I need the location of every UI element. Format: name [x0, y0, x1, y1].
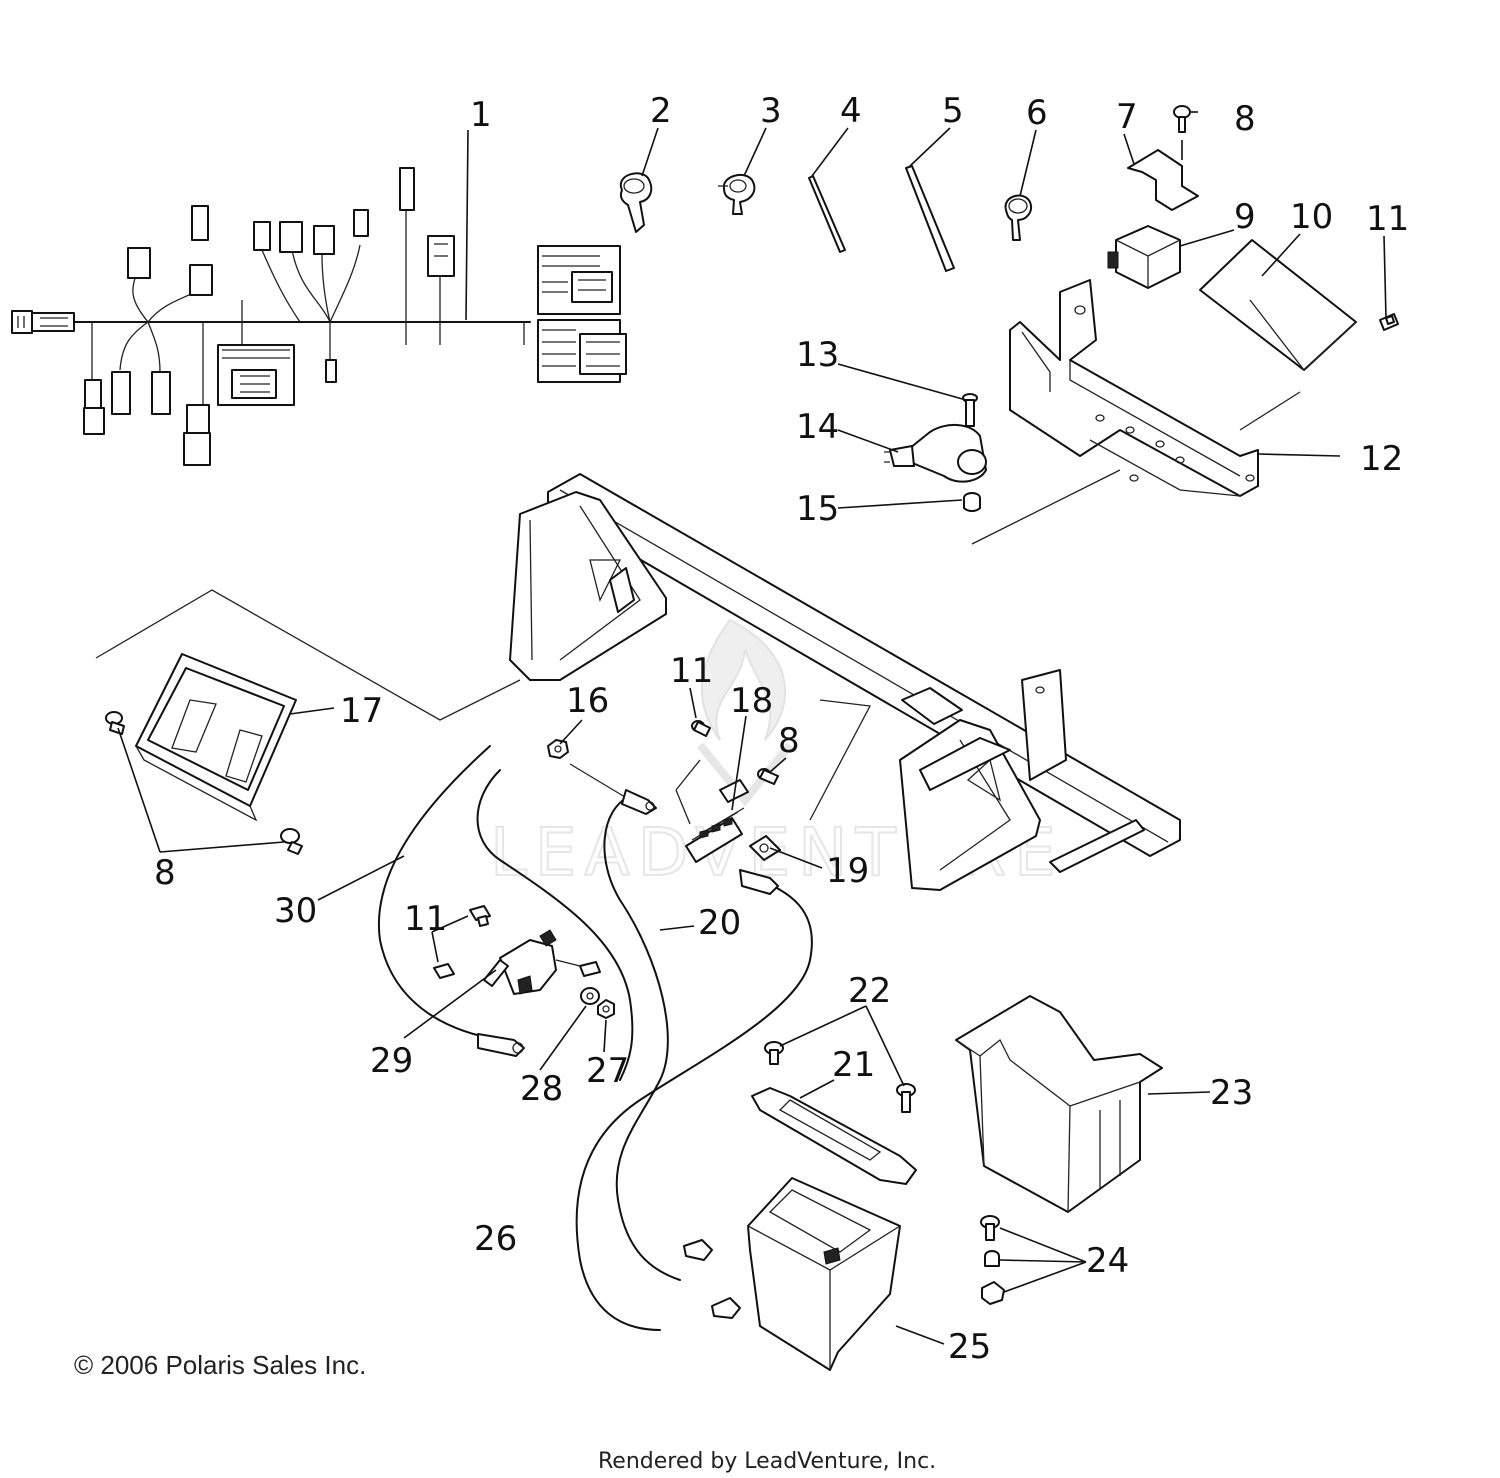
leader-lines [117, 111, 1387, 1345]
screw-part-8-left-a[interactable] [105, 711, 125, 735]
solenoid-part-29[interactable] [483, 929, 581, 995]
callout-11-low: 11 [404, 899, 447, 939]
screw-part-8-left-b[interactable] [280, 828, 303, 855]
callout-2: 2 [650, 91, 672, 131]
rendered-by-text: Rendered by LeadVenture, Inc. [598, 1449, 936, 1474]
callout-18: 18 [730, 681, 773, 721]
spacer-part-15[interactable] [963, 469, 1121, 545]
callout-labels: 1 2 3 4 5 6 7 8 9 10 11 12 13 14 15 16 1… [154, 91, 1409, 1367]
bolt-part-11-top[interactable] [1379, 313, 1399, 331]
clip-part-6[interactable] [1004, 194, 1032, 241]
callout-23: 23 [1210, 1073, 1253, 1113]
bolt-part-11-low-b[interactable] [433, 963, 455, 979]
callout-13: 13 [796, 335, 839, 375]
callout-8-top: 8 [1234, 99, 1256, 139]
cable-tie-part-5[interactable] [905, 165, 955, 272]
hardware-part-24[interactable] [980, 1215, 1005, 1305]
wiring-harness[interactable] [11, 167, 627, 466]
bolt-part-22-a[interactable] [764, 1041, 784, 1065]
callout-11-top: 11 [1366, 199, 1409, 239]
battery-tray-part-23[interactable] [955, 995, 1163, 1213]
nut-part-16[interactable] [547, 739, 631, 801]
nut-part-27[interactable] [597, 999, 615, 1019]
control-box-part-17[interactable] [95, 589, 521, 822]
bracket-part-7[interactable] [1127, 149, 1199, 211]
copyright-text: © 2006 Polaris Sales Inc. [74, 1350, 366, 1380]
terminal-block-part-18[interactable] [675, 759, 749, 863]
bolt-part-11-mid[interactable] [691, 720, 711, 737]
cable-part-26[interactable] [575, 869, 813, 1331]
cable-tie-part-4[interactable] [808, 175, 846, 253]
callout-27: 27 [586, 1051, 629, 1091]
callout-8-mid: 8 [778, 721, 800, 761]
callout-7: 7 [1116, 97, 1138, 137]
callout-11-mid: 11 [670, 651, 713, 691]
grommet-part-2[interactable] [619, 172, 653, 233]
hold-down-part-21[interactable] [751, 1087, 917, 1185]
callout-10: 10 [1290, 197, 1333, 237]
callout-14: 14 [796, 407, 839, 447]
callout-22: 22 [848, 971, 891, 1011]
callout-20: 20 [698, 903, 741, 943]
callout-5: 5 [942, 91, 964, 131]
clamp-part-19[interactable] [749, 835, 781, 861]
callout-3: 3 [760, 91, 782, 131]
callout-26: 26 [474, 1219, 517, 1259]
screw-part-8-top[interactable] [1173, 105, 1191, 160]
callout-17: 17 [340, 691, 383, 731]
cable-part-30[interactable] [377, 745, 634, 1081]
callout-4: 4 [840, 91, 862, 131]
callout-21: 21 [832, 1045, 875, 1085]
callout-9: 9 [1234, 197, 1256, 237]
callout-12: 12 [1360, 439, 1403, 479]
cable-part-20[interactable] [603, 789, 681, 1281]
callout-1: 1 [470, 95, 492, 135]
callout-28: 28 [520, 1069, 563, 1109]
callout-24: 24 [1086, 1241, 1129, 1281]
frame-crossmember [509, 473, 1181, 891]
washer-part-28[interactable] [579, 961, 601, 1005]
battery-part-25[interactable] [747, 1177, 901, 1371]
callout-19: 19 [826, 851, 869, 891]
screw-part-13[interactable] [962, 393, 978, 427]
cover-plate-part-10[interactable] [1199, 239, 1357, 371]
relay-part-9[interactable] [1107, 225, 1181, 289]
callout-6: 6 [1026, 93, 1048, 133]
callout-15: 15 [796, 489, 839, 529]
callout-29: 29 [370, 1041, 413, 1081]
bolt-part-11-low-a[interactable] [469, 905, 491, 927]
callout-16: 16 [566, 681, 609, 721]
callout-25: 25 [948, 1327, 991, 1367]
bolt-part-22-b[interactable] [896, 1083, 916, 1113]
callout-30: 30 [274, 891, 317, 931]
mounting-bracket-part-12[interactable] [1009, 279, 1301, 497]
callout-8-left: 8 [154, 853, 176, 893]
clip-part-3[interactable] [718, 173, 756, 215]
sensor-part-14[interactable] [884, 424, 987, 483]
screw-part-8-mid[interactable] [757, 768, 779, 785]
